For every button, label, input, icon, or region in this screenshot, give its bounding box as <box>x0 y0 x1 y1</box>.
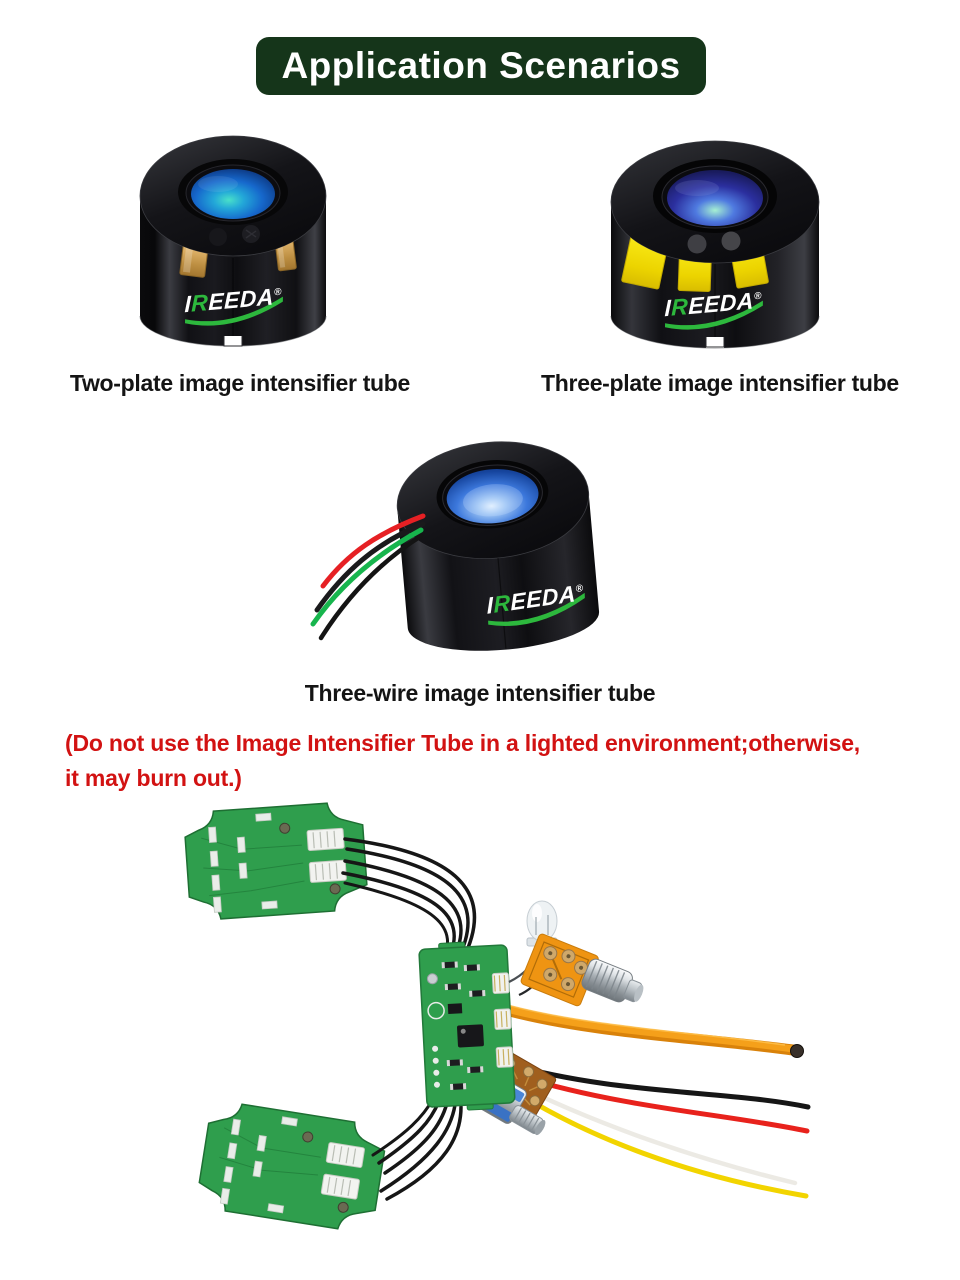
wire-black <box>314 521 426 613</box>
section-title: Application Scenarios <box>281 45 681 86</box>
top-port-left <box>687 234 707 254</box>
product-caption-two-plate: Two-plate image intensifier tube <box>69 370 411 396</box>
product-two-plate: IREEDA® Two-plate image intensifier tube <box>0 116 480 397</box>
top-port-left <box>209 228 227 246</box>
top-port-right <box>721 231 741 251</box>
two-plate-tube-image: IREEDA® <box>139 135 327 347</box>
pcb-top-left <box>184 802 368 920</box>
warning-text: (Do not use the Image Intensifier Tube i… <box>65 726 925 796</box>
warning-line-1: (Do not use the Image Intensifier Tube i… <box>65 730 860 756</box>
product-three-wire: IREEDA® Three-wire image intensifier tub… <box>0 430 960 707</box>
svg-text:IREEDA®: IREEDA® <box>664 287 762 322</box>
tube-lens <box>191 169 275 219</box>
barrel-connector <box>520 933 644 1007</box>
tube-bottom-notch <box>223 336 243 347</box>
brand-logo: IREEDA® <box>184 283 283 326</box>
product-caption-three-wire: Three-wire image intensifier tube <box>304 680 656 706</box>
warning-line-2: it may burn out.) <box>65 765 242 791</box>
wire-green <box>310 527 424 627</box>
flex-ribbon <box>489 1001 804 1058</box>
product-three-plate: IREEDA® Three-plate image intensifier tu… <box>480 116 960 397</box>
three-plate-tube-image: IREEDA® <box>610 140 820 349</box>
sensor-tip <box>790 1044 804 1058</box>
wire-bundle-bottom <box>371 1097 463 1201</box>
pcb-bottom-left <box>198 1103 386 1230</box>
section-header-banner: Application Scenarios <box>256 37 706 95</box>
tube-bottom-notch <box>705 337 725 348</box>
pot-shaft <box>509 1105 546 1136</box>
pcb-center <box>418 941 516 1111</box>
tube-lens <box>446 469 539 524</box>
circuit-assembly-photo <box>155 795 815 1265</box>
smd-components <box>441 961 486 1091</box>
wire-black-2 <box>318 533 424 641</box>
svg-text:IREEDA®: IREEDA® <box>184 283 282 318</box>
tube-body <box>397 491 600 651</box>
wire-red <box>320 513 426 589</box>
tube-lens <box>667 170 763 226</box>
product-caption-three-plate: Three-plate image intensifier tube <box>541 370 899 396</box>
three-wire-tube-image: IREEDA® <box>310 441 600 651</box>
brand-logo: IREEDA® <box>664 287 763 330</box>
